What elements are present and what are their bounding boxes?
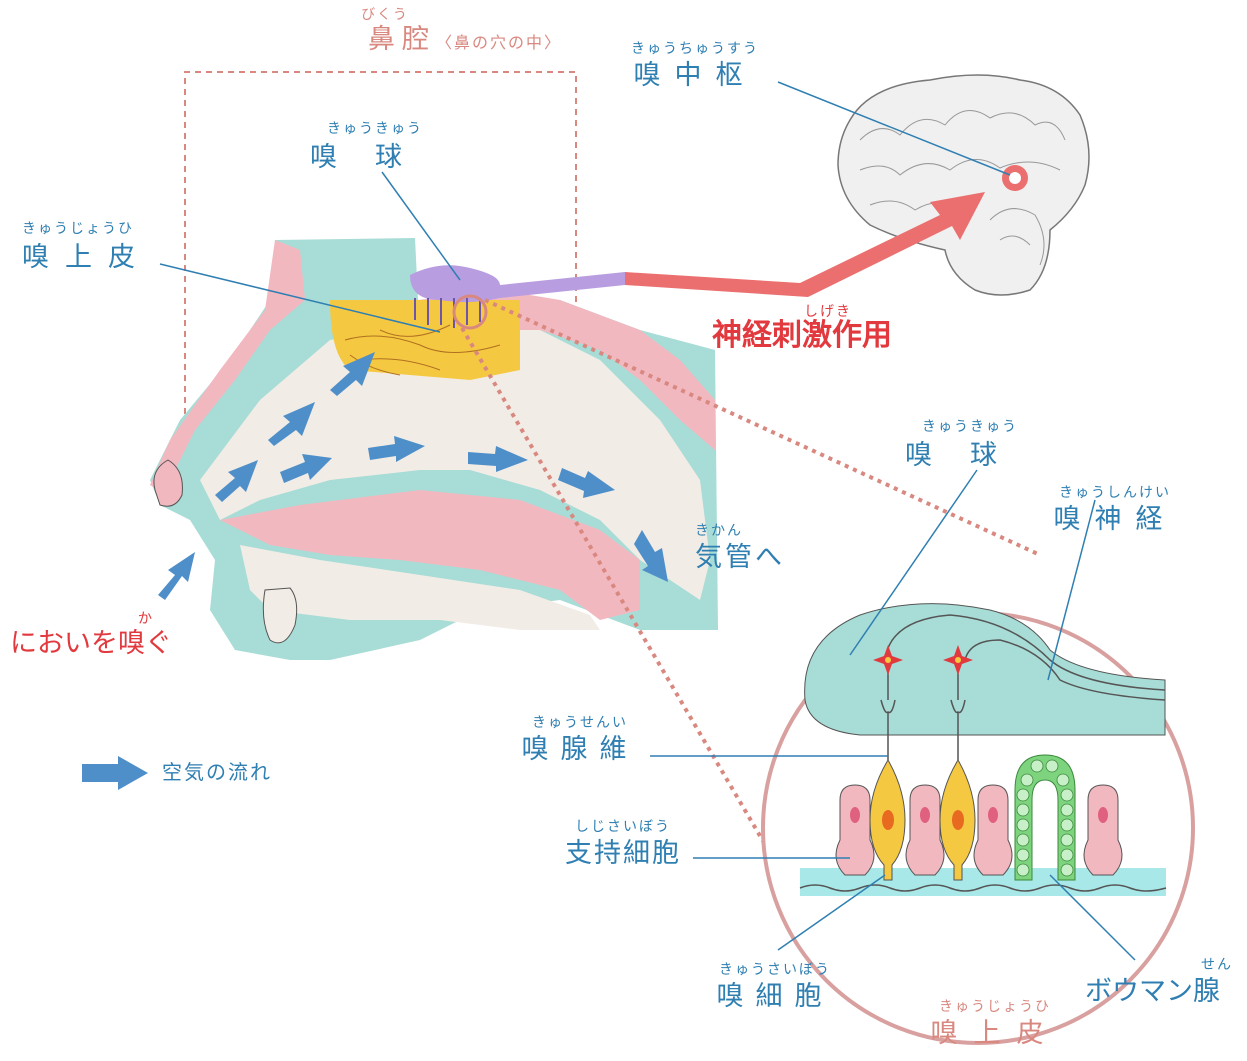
label-kyuuchuusuu: きゅうちゅうすう 嗅中枢 bbox=[615, 42, 775, 89]
label-kyuusaibou: きゅうさいぼう 嗅細胞 bbox=[695, 963, 855, 1010]
label-nioi: か においを嗅ぐ bbox=[10, 612, 172, 657]
label-kyuushinkei: きゅうしんけい 嗅神経 bbox=[1030, 486, 1200, 533]
label-kyuukyuu-top: きゅうきゅう 嗅球 bbox=[300, 122, 450, 171]
head-cross-section bbox=[150, 238, 718, 660]
label-bowman: せん ボウマン腺 bbox=[1085, 958, 1233, 1005]
label-kyuujouhi-bottom: きゅうじょうひ 嗅上皮 bbox=[910, 1000, 1080, 1047]
label-shinkei-shigeki: しげき 神経刺激作用 bbox=[712, 305, 892, 351]
label-kyuusenni: きゅうせんい 嗅腺維 bbox=[505, 716, 655, 763]
label-bikuu: びくう 鼻腔〈鼻の穴の中〉 bbox=[340, 8, 590, 53]
label-kyuujouhi-left: きゅうじょうひ 嗅上皮 bbox=[22, 222, 151, 271]
label-kikan: きかん 気管へ bbox=[695, 524, 785, 571]
label-shijisaibou: しじさいぼう 支持細胞 bbox=[548, 820, 698, 867]
legend-arrow-icon bbox=[82, 756, 148, 790]
legend-airflow-label: 空気の流れ bbox=[162, 762, 272, 782]
label-kyuukyuu-right: きゅうきゅう 嗅球 bbox=[895, 420, 1045, 469]
